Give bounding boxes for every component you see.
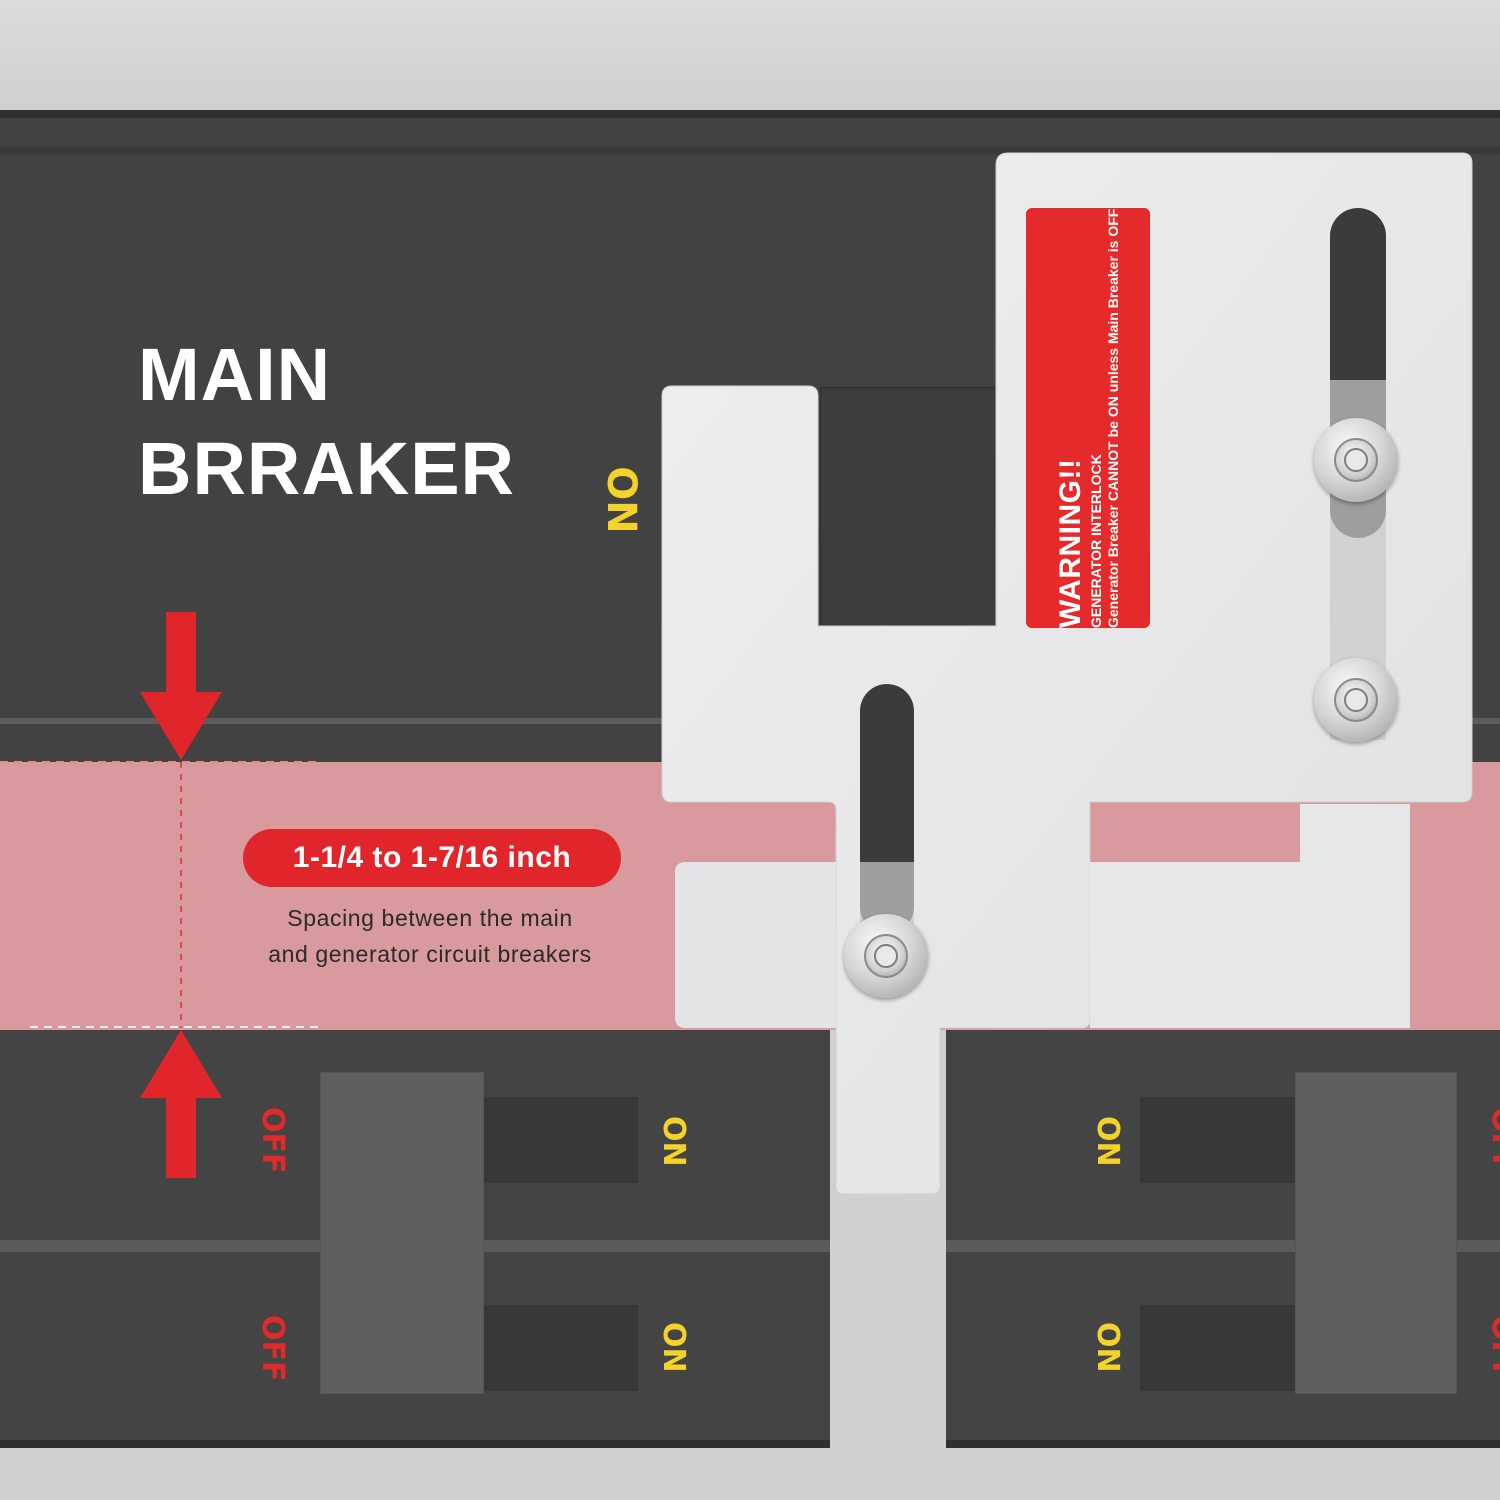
breaker-toggle-top[interactable]: [1140, 1097, 1300, 1183]
breaker-toggle-top[interactable]: [484, 1097, 638, 1183]
right-off-clip: OFF OFF: [1458, 1030, 1500, 1450]
left-on-top-label: ON: [656, 1116, 691, 1167]
breaker-handle[interactable]: [320, 1072, 484, 1394]
headline-line-1: MAIN: [138, 333, 332, 416]
headline-line-2: BRRAKER: [138, 427, 515, 510]
plate-lower-right: [1090, 804, 1410, 1028]
right-on-top-label: ON: [1090, 1116, 1125, 1167]
right-off-bottom-label: OFF: [1485, 1315, 1500, 1382]
arrow-up-icon: [140, 1030, 222, 1178]
main-breaker-handle[interactable]: [820, 387, 998, 629]
left-off-top-label: OFF: [255, 1107, 290, 1174]
left-on-bottom-label: ON: [656, 1322, 691, 1373]
right-on-bottom-label: ON: [1090, 1322, 1125, 1373]
spacing-badge: 1-1/4 to 1-7/16 inch: [243, 829, 621, 887]
breaker-toggle-bottom[interactable]: [1140, 1305, 1300, 1391]
generator-breaker-right: [946, 1030, 1500, 1448]
warning-label: WARNING!! GENERATOR INTERLOCK Generator …: [1026, 208, 1150, 628]
caption-line-1: Spacing between the main: [287, 905, 573, 931]
bolt-icon: [1314, 418, 1398, 502]
generator-breaker-left: [0, 1030, 830, 1448]
spacing-caption: Spacing between the main and generator c…: [220, 900, 640, 972]
arrow-down-icon: [140, 612, 222, 760]
breaker-handle[interactable]: [1295, 1072, 1457, 1394]
breaker-toggle-bottom[interactable]: [484, 1305, 638, 1391]
right-off-top-label: OFF: [1485, 1107, 1500, 1174]
background-wall: [0, 0, 1500, 110]
bolt-icon: [1314, 658, 1398, 742]
plate-lower: [675, 862, 836, 1028]
panel-rail: [0, 146, 1500, 154]
left-off-bottom-label: OFF: [255, 1315, 290, 1382]
caption-line-2: and generator circuit breakers: [268, 941, 592, 967]
bolt-icon: [844, 914, 928, 998]
